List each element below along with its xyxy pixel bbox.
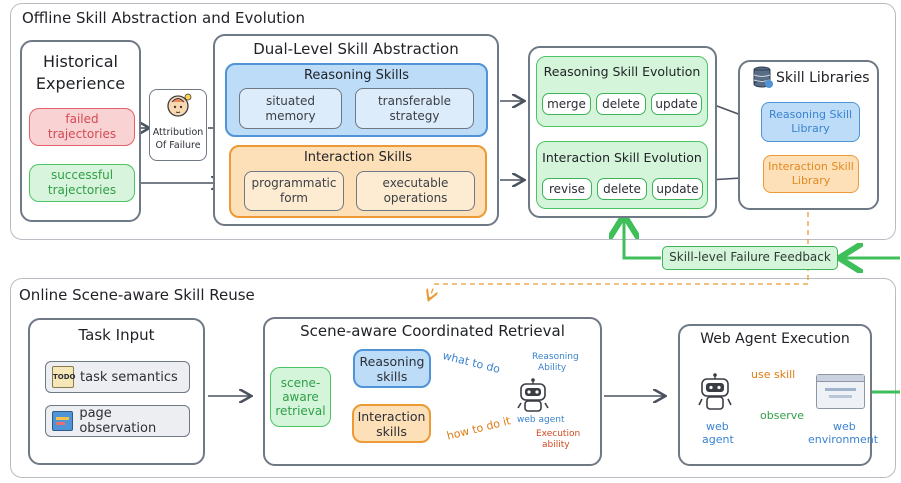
transferable-strategy-chip: transferable strategy bbox=[355, 88, 474, 129]
thinking-person-icon bbox=[163, 92, 193, 122]
historical-title-line1: Historical bbox=[43, 52, 118, 71]
scene-line2: aware bbox=[282, 390, 319, 404]
browser-window-icon bbox=[816, 374, 865, 409]
historical-title-line2: Experience bbox=[35, 74, 126, 93]
interaction-skills-title: Interaction Skills bbox=[303, 150, 413, 165]
merge-op: merge bbox=[542, 93, 591, 115]
web-agent-label: web agent bbox=[517, 415, 565, 425]
scene-aware-retrieval-box: scene- aware retrieval bbox=[270, 367, 331, 427]
web-env-line2: environment bbox=[808, 433, 879, 446]
arrow-feedback-to-evolution bbox=[624, 218, 661, 260]
robot-icon bbox=[515, 378, 551, 412]
interaction-evolution-title: Interaction Skill Evolution bbox=[542, 150, 702, 165]
reasoning-evolution-block bbox=[536, 56, 708, 127]
reasoning-evolution-title: Reasoning Skill Evolution bbox=[543, 64, 701, 79]
programmatic-form-line1: programmatic bbox=[251, 176, 337, 190]
reasoning-skills-online: Reasoning skills bbox=[353, 349, 431, 388]
interaction-update-op: update bbox=[652, 178, 703, 200]
failed-line2: trajectories bbox=[47, 127, 117, 141]
exec-agent-line2: agent bbox=[702, 433, 734, 446]
exec-agent-line1: web bbox=[706, 420, 729, 433]
transferable-strategy-line1: transferable bbox=[377, 93, 452, 108]
executable-operations-line1: executable bbox=[382, 176, 449, 190]
programmatic-form-line2: form bbox=[280, 191, 308, 205]
attribution-line2: Of Failure bbox=[155, 140, 201, 151]
execution-ability-line2: ability bbox=[542, 440, 570, 450]
scene-line3: retrieval bbox=[275, 404, 326, 418]
situated-memory-line2: memory bbox=[265, 108, 316, 123]
reasoning-skill-library: Reasoning Skill Library bbox=[761, 102, 860, 142]
dual-level-title: Dual-Level Skill Abstraction bbox=[253, 40, 459, 58]
task-semantics-item: TODO task semantics bbox=[45, 361, 190, 393]
retrieval-title: Scene-aware Coordinated Retrieval bbox=[300, 322, 565, 340]
transferable-strategy-line2: strategy bbox=[389, 108, 440, 123]
programmatic-form-chip: programmatic form bbox=[244, 171, 344, 211]
online-reasoning-line2: skills bbox=[376, 368, 408, 384]
situated-memory-chip: situated memory bbox=[239, 88, 342, 129]
success-line2: trajectories bbox=[47, 183, 117, 197]
reasoning-skills-title: Reasoning Skills bbox=[303, 68, 409, 83]
situated-memory-line1: situated bbox=[266, 93, 315, 108]
use-skill-label: use skill bbox=[751, 368, 796, 381]
success-line1: successful bbox=[50, 168, 114, 182]
task-semantics-label: task semantics bbox=[80, 369, 178, 385]
reasoning-ability-line2: Ability bbox=[538, 363, 567, 373]
database-icon bbox=[752, 66, 774, 90]
interaction-skill-library: Interaction Skill Library bbox=[763, 155, 859, 193]
execution-ability-line1: Execution bbox=[536, 429, 581, 439]
execution-robot-icon bbox=[697, 373, 733, 411]
page-observation-item: page observation bbox=[45, 405, 190, 437]
online-interaction-line1: Interaction bbox=[357, 408, 426, 424]
attribution-line1: Attribution bbox=[152, 127, 204, 138]
task-input-title: Task Input bbox=[78, 326, 155, 344]
reasoning-library-line1: Reasoning Skill bbox=[768, 108, 853, 121]
reasoning-ability-line1: Reasoning bbox=[532, 352, 579, 362]
page-observation-label: page observation bbox=[79, 406, 157, 436]
interaction-library-line2: Library bbox=[791, 174, 831, 187]
reasoning-update-op: update bbox=[651, 93, 702, 115]
interaction-skills-online: Interaction skills bbox=[352, 404, 431, 443]
failed-line1: failed bbox=[65, 112, 99, 126]
online-interaction-line2: skills bbox=[376, 423, 407, 439]
successful-trajectories-card: successful trajectories bbox=[29, 164, 135, 202]
revise-op: revise bbox=[542, 178, 592, 200]
todo-icon: TODO bbox=[52, 366, 76, 388]
reasoning-library-line2: Library bbox=[791, 122, 830, 135]
scene-line1: scene- bbox=[280, 376, 321, 390]
execution-title: Web Agent Execution bbox=[700, 331, 850, 347]
failed-trajectories-card: failed trajectories bbox=[29, 108, 135, 146]
interaction-library-line1: Interaction Skill bbox=[768, 160, 854, 173]
interaction-delete-op: delete bbox=[597, 178, 647, 200]
online-reasoning-line1: Reasoning bbox=[359, 353, 425, 369]
online-section-title: Online Scene-aware Skill Reuse bbox=[19, 286, 255, 304]
observe-label: observe bbox=[760, 409, 805, 422]
executable-operations-chip: executable operations bbox=[356, 171, 475, 211]
offline-section-title: Offline Skill Abstraction and Evolution bbox=[22, 9, 305, 27]
reasoning-delete-op: delete bbox=[596, 93, 646, 115]
failure-feedback-box: Skill-level Failure Feedback bbox=[662, 246, 838, 270]
executable-operations-line2: operations bbox=[383, 191, 448, 205]
webpage-icon bbox=[52, 411, 74, 431]
skill-libraries-title: Skill Libraries bbox=[776, 70, 870, 86]
web-env-line1: web bbox=[833, 420, 856, 433]
